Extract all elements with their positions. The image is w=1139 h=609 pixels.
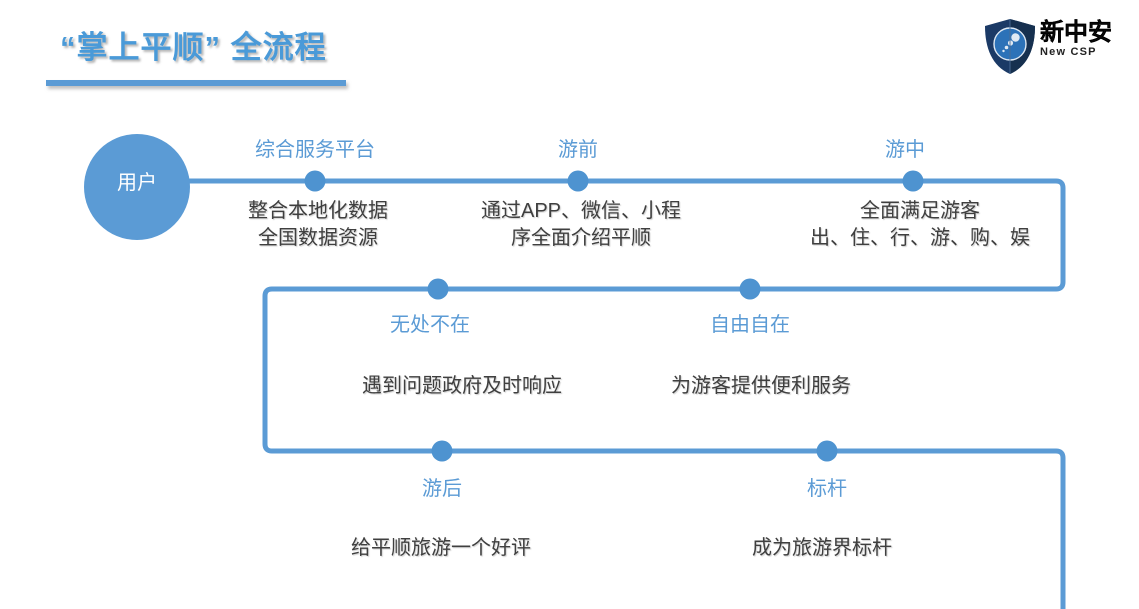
flow-dot-r2n2[interactable] — [739, 278, 761, 300]
node-desc-freedom-line1: 为游客提供便利服务 — [671, 375, 851, 397]
node-desc-everywhere-line1: 遇到问题政府及时响应 — [362, 375, 562, 397]
node-desc-during-trip-line2: 出、住、行、游、购、娱 — [810, 227, 1030, 249]
node-label-benchmark: 标杆 — [807, 478, 847, 500]
logo-en-text: New CSP — [1040, 46, 1097, 58]
node-desc-comprehensive-platform-line1: 整合本地化数据 — [248, 200, 388, 222]
node-label-during-trip: 游中 — [885, 139, 925, 161]
flow-dot-r1n2[interactable] — [567, 170, 589, 192]
flow-dot-r1n3[interactable] — [902, 170, 924, 192]
node-label-freedom: 自由自在 — [710, 314, 790, 336]
logo-wordmark: 新中安 New CSP — [1040, 19, 1132, 59]
node-label-post-trip: 游后 — [422, 478, 462, 500]
node-desc-post-trip-line1: 给平顺旅游一个好评 — [351, 537, 531, 559]
logo-cn-text: 新中安 — [1040, 19, 1112, 46]
node-desc-comprehensive-platform-line2: 全国数据资源 — [258, 227, 378, 249]
node-label-pre-trip: 游前 — [558, 139, 598, 161]
node-desc-during-trip-line1: 全面满足游客 — [860, 200, 980, 222]
flow-dot-r2n1[interactable] — [427, 278, 449, 300]
flow-dot-r1n1[interactable] — [304, 170, 326, 192]
node-desc-benchmark-line1: 成为旅游界标杆 — [752, 537, 892, 559]
node-label-comprehensive-platform: 综合服务平台 — [255, 139, 375, 161]
brand-logo: 新中安 New CSP — [982, 18, 1130, 76]
flow-dot-r3n2[interactable] — [816, 440, 838, 462]
shield-icon — [985, 19, 1035, 74]
node-label-everywhere: 无处不在 — [390, 314, 470, 336]
node-desc-pre-trip-line1: 通过APP、微信、小程 — [480, 200, 682, 222]
title-underline-rule — [46, 80, 346, 86]
flow-dot-r3n1[interactable] — [431, 440, 453, 462]
user-start-node[interactable] — [84, 134, 190, 240]
node-desc-pre-trip-line2: 序全面介绍平顺 — [511, 227, 651, 249]
page-title: “掌上平顺” 全流程 — [60, 30, 327, 65]
flow-connector-path — [137, 178, 1066, 609]
